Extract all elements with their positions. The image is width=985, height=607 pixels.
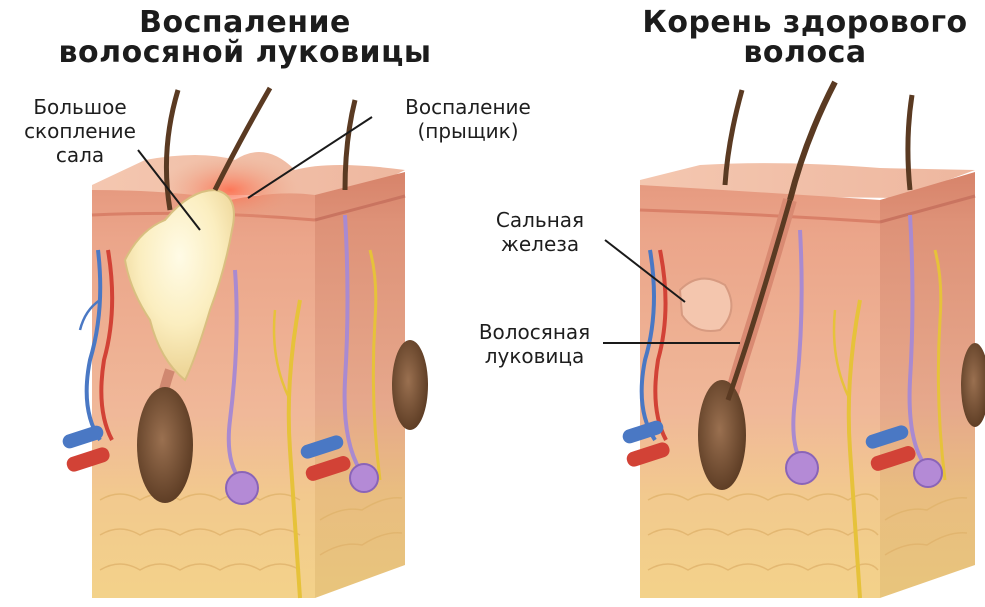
inflamed-hair-bulb <box>137 387 193 503</box>
label-gland-line2: железа <box>480 232 600 256</box>
label-gland-line1: Сальная <box>480 208 600 232</box>
label-inflammation-line2: (прыщик) <box>398 119 538 143</box>
label-bulb-line2: луковица <box>462 344 607 368</box>
sebaceous-gland <box>680 279 731 331</box>
label-sebum-line3: сала <box>20 143 140 167</box>
healthy-hair-bulb <box>698 380 746 490</box>
label-sebum-line2: скопление <box>20 119 140 143</box>
right-skin-block <box>621 82 985 598</box>
label-sebum-accumulation: Большое скопление сала <box>20 95 140 167</box>
label-bulb-line1: Волосяная <box>462 320 607 344</box>
label-inflammation-pimple: Воспаление (прыщик) <box>398 95 538 143</box>
label-sebum-line1: Большое <box>20 95 140 119</box>
label-hair-bulb: Волосяная луковица <box>462 320 607 368</box>
label-inflammation-line1: Воспаление <box>398 95 538 119</box>
label-sebaceous-gland: Сальная железа <box>480 208 600 256</box>
